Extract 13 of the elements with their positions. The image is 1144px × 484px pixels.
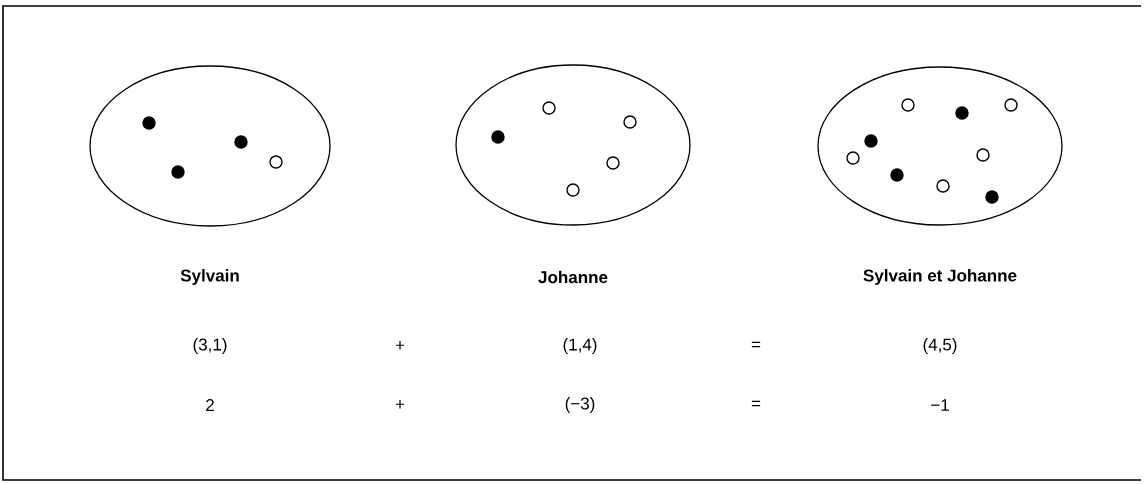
operator: + — [395, 400, 405, 409]
operator: + — [395, 341, 405, 350]
node-label: Sylvain — [180, 269, 239, 285]
operator: = — [751, 400, 761, 407]
term-label: −1 — [931, 399, 949, 411]
term-label: (1,4) — [563, 338, 597, 354]
node-label: Sylvain et Johanne — [863, 269, 1017, 285]
node-label: Johanne — [538, 270, 608, 284]
term-label: (3,1) — [193, 338, 227, 354]
operator: = — [751, 341, 761, 348]
term-label: (4,5) — [923, 338, 957, 354]
term-label: (−3) — [565, 397, 595, 413]
term-label: 2 — [206, 399, 214, 411]
